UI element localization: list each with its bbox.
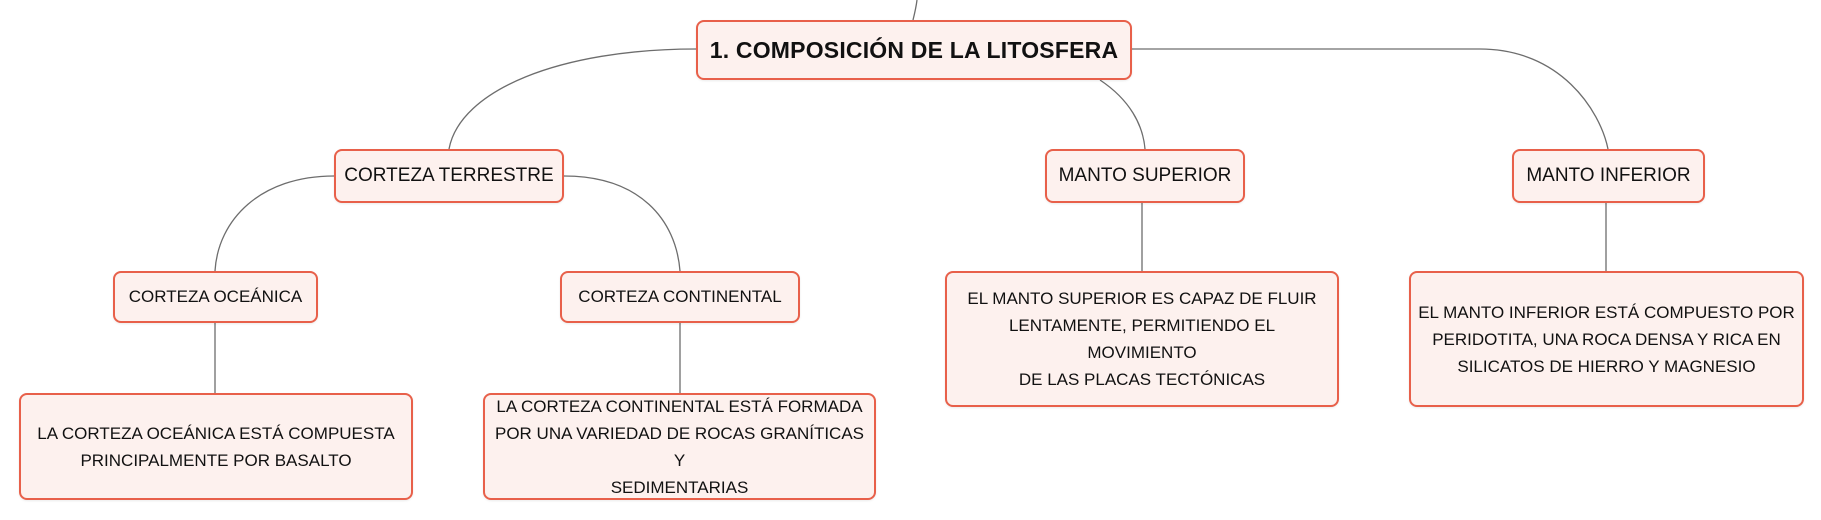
connector-incoming-root [912,0,918,21]
detail-text: LA CORTEZA OCEÁNICA ESTÁ COMPUESTA PRINC… [37,420,394,474]
node-manto-superior[interactable]: MANTO SUPERIOR [1045,149,1245,203]
node-manto-inferior[interactable]: MANTO INFERIOR [1512,149,1705,203]
detail-text: EL MANTO SUPERIOR ES CAPAZ DE FLUIR LENT… [953,285,1331,393]
detail-line: POR UNA VARIEDAD DE ROCAS GRANÍTICAS Y [494,423,865,470]
connector-corteza-terrestre-to-corteza-continental [563,175,681,272]
detail-line: LA CORTEZA OCEÁNICA ESTÁ COMPUESTA [37,423,395,443]
connector-root-to-corteza-terrestre [448,48,697,150]
connector-root-to-manto-inferior [1132,48,1609,150]
node-corteza-oceanica-detail[interactable]: LA CORTEZA OCEÁNICA ESTÁ COMPUESTA PRINC… [19,393,413,500]
node-manto-superior-detail[interactable]: EL MANTO SUPERIOR ES CAPAZ DE FLUIR LENT… [945,271,1339,407]
detail-line: EL MANTO INFERIOR ESTÁ COMPUESTO POR [1418,302,1795,322]
node-manto-superior-label: MANTO SUPERIOR [1058,165,1232,186]
root-node-label: 1. COMPOSICIÓN DE LA LITOSFERA [709,36,1119,63]
node-corteza-terrestre-label: CORTEZA TERRESTRE [344,165,554,186]
detail-text: EL MANTO INFERIOR ESTÁ COMPUESTO POR PER… [1418,299,1795,380]
detail-line: SEDIMENTARIAS [610,477,749,497]
detail-line: LENTAMENTE, PERMITIENDO EL MOVIMIENTO [1008,316,1276,362]
detail-line: PRINCIPALMENTE POR BASALTO [80,450,352,470]
detail-line: PERIDOTITA, UNA ROCA DENSA Y RICA EN [1432,329,1781,349]
node-corteza-continental-detail[interactable]: LA CORTEZA CONTINENTAL ESTÁ FORMADA POR … [483,393,876,500]
node-corteza-continental[interactable]: CORTEZA CONTINENTAL [560,271,800,323]
node-corteza-continental-label: CORTEZA CONTINENTAL [578,287,782,306]
node-corteza-oceanica[interactable]: CORTEZA OCEÁNICA [113,271,318,323]
detail-line: EL MANTO SUPERIOR ES CAPAZ DE FLUIR [967,289,1317,308]
node-manto-inferior-detail[interactable]: EL MANTO INFERIOR ESTÁ COMPUESTO POR PER… [1409,271,1804,407]
node-corteza-terrestre[interactable]: CORTEZA TERRESTRE [334,149,564,203]
connector-corteza-terrestre-to-corteza-oceanica [214,175,335,272]
detail-line: DE LAS PLACAS TECTÓNICAS [1018,370,1266,389]
detail-text: LA CORTEZA CONTINENTAL ESTÁ FORMADA POR … [491,393,868,501]
detail-line: SILICATOS DE HIERRO Y MAGNESIO [1457,356,1756,376]
node-manto-inferior-label: MANTO INFERIOR [1526,165,1691,186]
connector-root-to-manto-superior [1099,79,1146,150]
node-corteza-oceanica-label: CORTEZA OCEÁNICA [128,287,303,306]
root-node[interactable]: 1. COMPOSICIÓN DE LA LITOSFERA [696,20,1132,80]
detail-line: LA CORTEZA CONTINENTAL ESTÁ FORMADA [496,396,863,416]
